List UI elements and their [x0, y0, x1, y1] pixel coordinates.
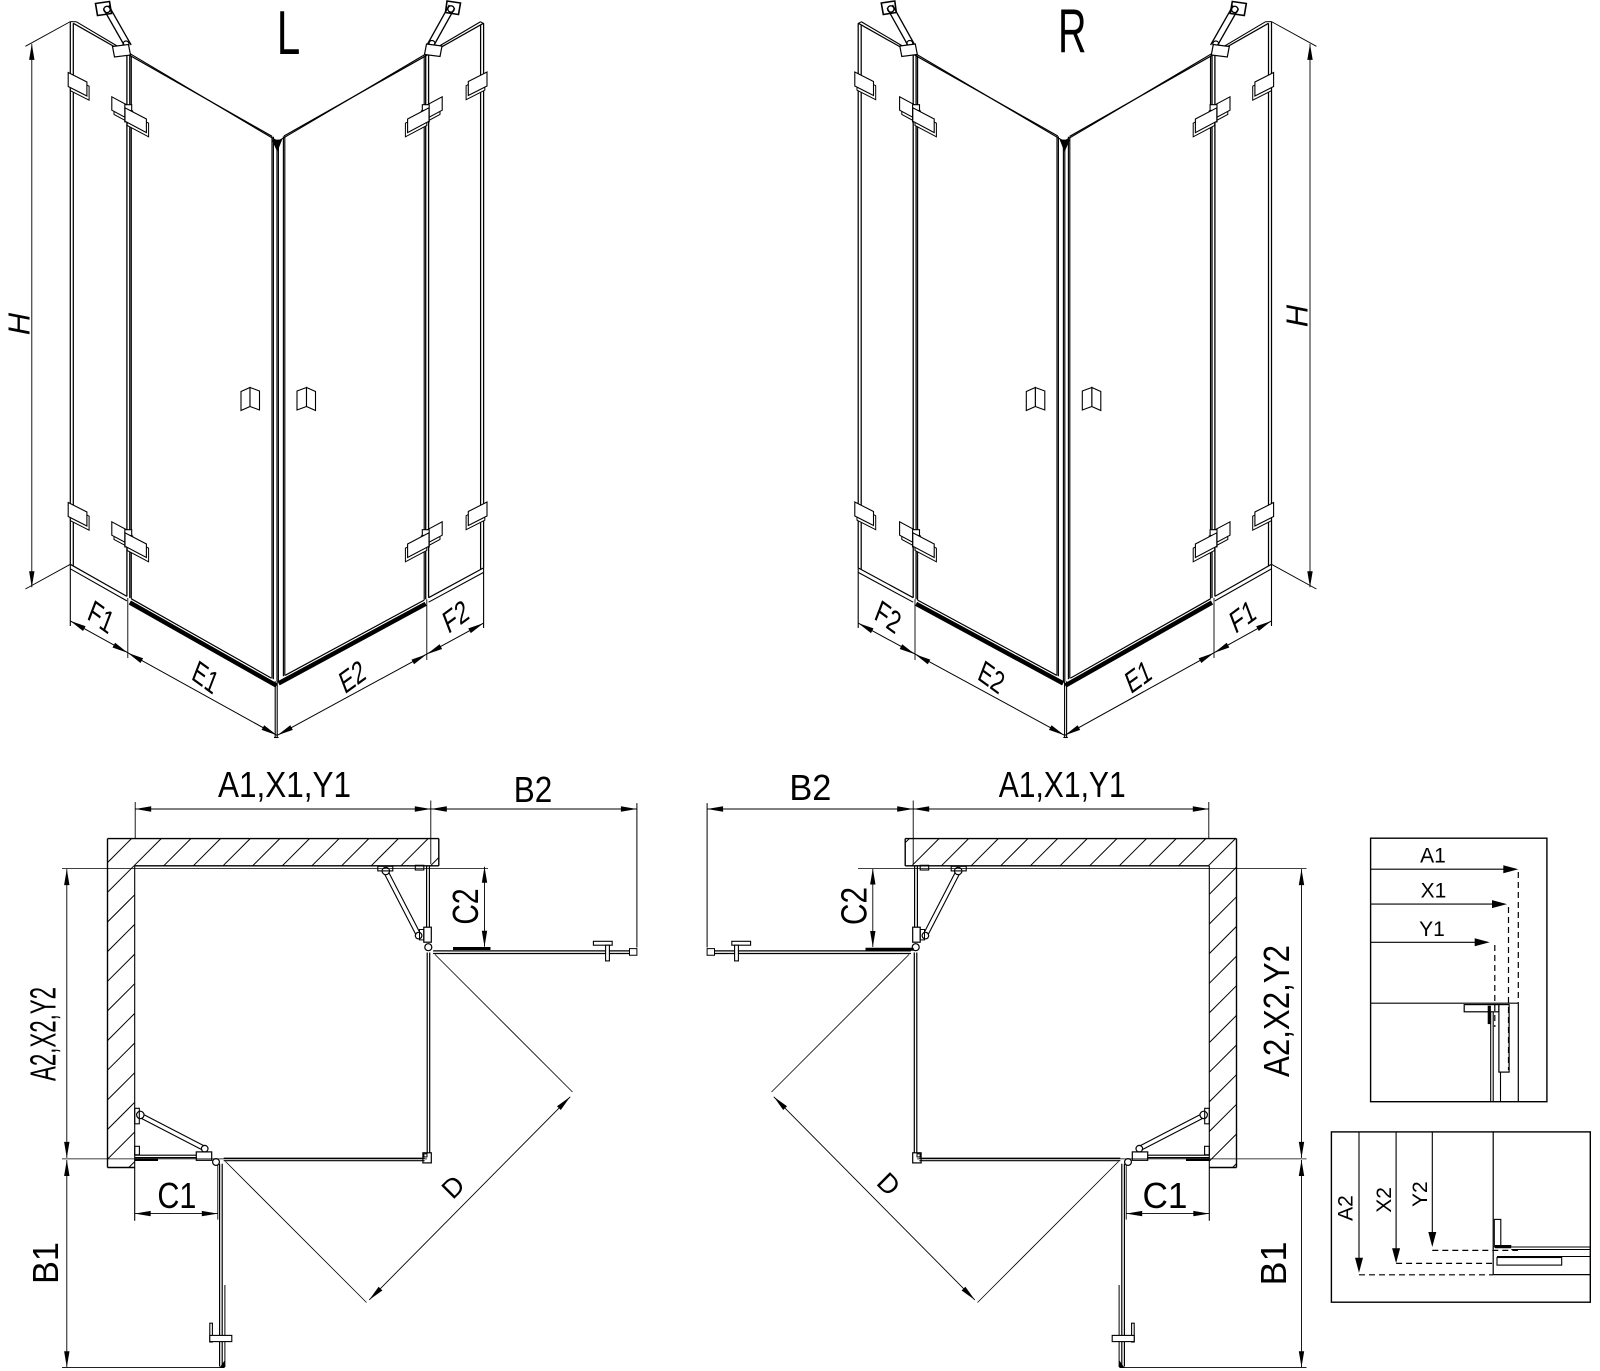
svg-text:C2: C2	[833, 887, 874, 925]
svg-text:X1: X1	[1421, 879, 1447, 902]
svg-text:B2: B2	[789, 767, 831, 808]
svg-text:H: H	[2, 312, 37, 335]
svg-text:A1,X1,Y1: A1,X1,Y1	[999, 764, 1126, 805]
svg-text:C2: C2	[445, 889, 486, 925]
svg-text:Y2: Y2	[1409, 1181, 1432, 1207]
svg-text:L: L	[277, 0, 301, 68]
svg-text:H: H	[1280, 304, 1315, 327]
svg-text:A2,X2,Y2: A2,X2,Y2	[23, 987, 64, 1081]
svg-text:Y1: Y1	[1419, 918, 1445, 941]
svg-text:A2,X2,Y2: A2,X2,Y2	[1256, 945, 1297, 1077]
svg-text:A1: A1	[1420, 845, 1446, 868]
svg-text:R: R	[1058, 0, 1087, 67]
svg-text:A2: A2	[1335, 1195, 1358, 1221]
svg-text:B1: B1	[25, 1242, 66, 1284]
svg-text:X2: X2	[1373, 1187, 1396, 1213]
svg-text:C1: C1	[157, 1175, 196, 1216]
svg-text:C1: C1	[1143, 1175, 1188, 1216]
svg-text:B1: B1	[1253, 1242, 1294, 1286]
svg-text:B2: B2	[514, 769, 553, 810]
svg-text:A1,X1,Y1: A1,X1,Y1	[218, 764, 351, 805]
